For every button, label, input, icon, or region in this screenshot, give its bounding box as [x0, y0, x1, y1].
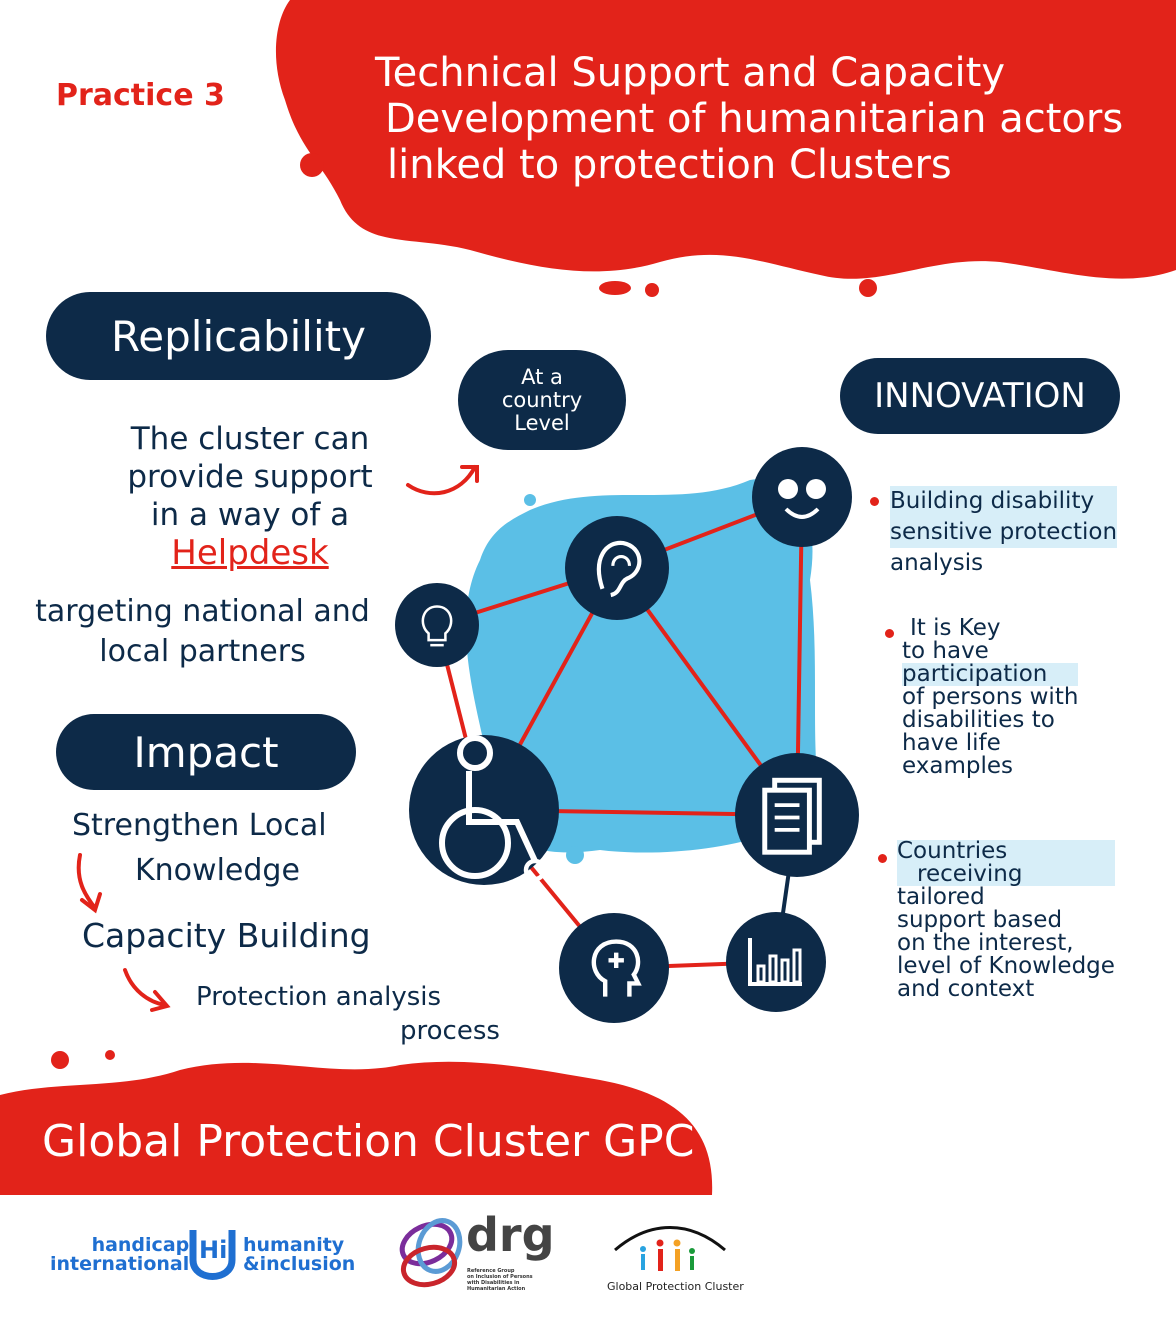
text-line: have life	[902, 730, 1001, 756]
text-line: Level	[514, 410, 570, 435]
text-line: Countries	[897, 840, 1115, 863]
text-line: on the interest,	[897, 930, 1074, 956]
wheelchair-icon	[409, 735, 559, 885]
head-plus-icon	[559, 913, 669, 1023]
impact-step: Capacity Building	[82, 916, 371, 955]
svg-text:Hi: Hi	[199, 1236, 227, 1264]
target-text: targeting national and local partners	[30, 592, 375, 672]
impact-heading: Impact	[56, 714, 356, 790]
helpdesk-label: Helpdesk	[171, 533, 329, 573]
hi-logo-right: humanity &inclusion	[243, 1236, 355, 1274]
text-line: It is Key	[910, 615, 1001, 641]
logo-text: on Inclusion of Persons	[467, 1274, 533, 1280]
logo-text: with Disabilities in	[467, 1280, 520, 1286]
gpc-logo-text: Global Protection Cluster	[607, 1280, 744, 1293]
logo-text: Reference Group	[467, 1268, 515, 1274]
country-level-badge: At a country Level	[458, 350, 626, 450]
text-line: analysis	[890, 550, 984, 576]
bullet-icon	[870, 497, 879, 506]
impact-step: Protection analysis	[196, 982, 442, 1012]
innovation-heading: INNOVATION	[840, 358, 1120, 434]
bar-chart-icon	[726, 912, 826, 1012]
title-line: Development of humanitarian actors	[385, 96, 1124, 142]
logo-text: international	[50, 1253, 190, 1275]
text-line: and context	[897, 976, 1035, 1002]
text-line: in a way of a	[150, 497, 350, 533]
bullet-icon	[878, 854, 887, 863]
impact-step: Knowledge	[135, 853, 300, 888]
logo-text: humanity	[243, 1234, 345, 1256]
text-line: examples	[902, 753, 1013, 779]
logo-text: Humanitarian Action	[467, 1286, 526, 1292]
title-line: linked to protection Clusters	[387, 142, 952, 188]
hi-hand-logo: Hi	[189, 1230, 236, 1280]
impact-arrows	[76, 853, 171, 1012]
title-line: Technical Support and Capacity	[375, 50, 1005, 96]
text-line: The cluster can	[130, 421, 370, 457]
logo-text: handicap	[91, 1234, 190, 1256]
page-title: Technical Support and Capacity Developme…	[375, 50, 1123, 188]
replicability-heading: Replicability	[46, 292, 431, 380]
text-line: to have	[902, 638, 989, 664]
footer-banner: Global Protection Cluster GPC	[42, 1116, 695, 1167]
practice-label: Practice 3	[56, 78, 225, 113]
text-line: of persons with	[902, 684, 1079, 710]
text-line: country	[501, 387, 583, 412]
logo-text: &inclusion	[243, 1253, 356, 1275]
text-line: sensitive protection	[890, 517, 1118, 548]
text-line: targeting national and	[35, 594, 370, 629]
text-line: disabilities to	[902, 707, 1055, 733]
arrow-down-icon	[76, 853, 102, 914]
text-line: participation	[902, 663, 1079, 686]
replicability-text: The cluster can provide support in a way…	[100, 420, 400, 572]
text-line: support based	[897, 907, 1063, 933]
innovation-bullet: Countries receiving tailored support bas…	[897, 840, 1115, 1001]
document-icon	[735, 753, 859, 877]
innovation-bullet: It is Key to have participation of perso…	[902, 615, 1079, 779]
glasses-face-icon	[752, 447, 852, 547]
network-diagram	[395, 447, 859, 1023]
text-line: local partners	[99, 634, 306, 669]
blue-blob	[465, 478, 820, 853]
text-line: level of Knowledge	[897, 953, 1115, 979]
impact-step: process	[400, 1016, 500, 1046]
hi-logo-left: handicap international	[50, 1236, 189, 1274]
impact-step: Strengthen Local	[72, 808, 327, 843]
text-line: provide support	[127, 459, 373, 495]
drg-logo: drg	[466, 1208, 555, 1262]
footer-blob	[0, 1050, 713, 1195]
gpc-logo-figures	[614, 1226, 726, 1271]
text-line: At a	[521, 364, 563, 389]
lightbulb-icon	[395, 583, 479, 667]
text-line: Building disability	[890, 486, 1118, 517]
text-line: tailored	[897, 884, 985, 910]
drg-rings-logo	[399, 1218, 463, 1288]
text-line: receiving	[897, 863, 1115, 886]
bullet-icon	[885, 629, 894, 638]
header-blob	[275, 0, 1176, 297]
arrow-right-icon	[123, 968, 171, 1012]
drg-subtitle: Reference Group on Inclusion of Persons …	[467, 1268, 533, 1292]
innovation-bullet: Building disability sensitive protection…	[890, 486, 1118, 579]
arrow-icon	[406, 465, 479, 496]
ear-icon	[565, 516, 669, 620]
